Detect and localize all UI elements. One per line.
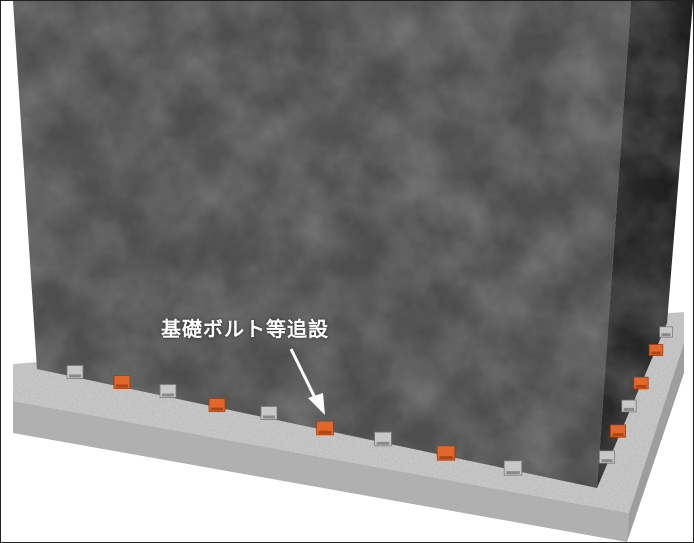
existing-bolt (159, 384, 177, 398)
added-bolt (113, 375, 131, 389)
building-wall (13, 1, 693, 488)
callout-label: 基礎ボルト等追設 (161, 317, 329, 341)
existing-bolt (621, 399, 637, 413)
existing-bolt (599, 450, 616, 464)
added-bolt (316, 420, 334, 436)
pointer-arrow (289, 348, 325, 415)
added-bolt (648, 344, 664, 356)
existing-bolt (374, 431, 392, 447)
existing-bolt (260, 406, 278, 420)
added-bolt (633, 376, 649, 390)
existing-bolt (503, 460, 523, 476)
existing-bolt (659, 326, 673, 338)
existing-bolt (66, 365, 84, 379)
added-bolt (610, 424, 627, 438)
anchor-bolts (66, 326, 673, 476)
added-bolt (208, 398, 226, 412)
added-bolt (436, 445, 456, 461)
